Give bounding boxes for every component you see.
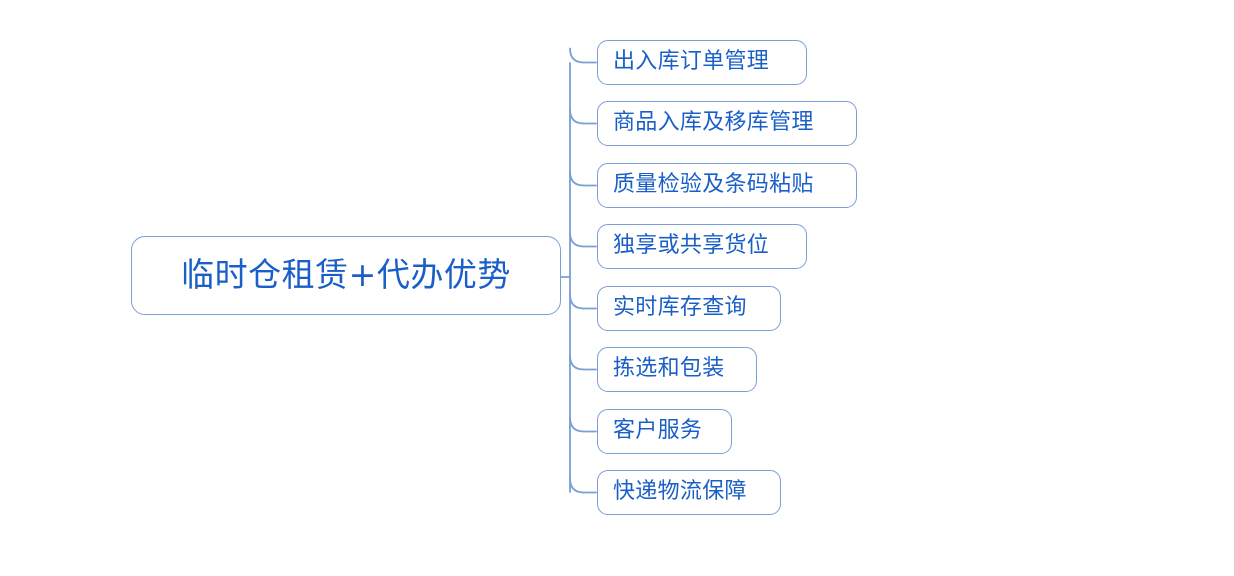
connector-branch [569, 108, 597, 125]
child-node-label: 出入库订单管理 [613, 48, 770, 74]
root-node[interactable]: 临时仓租赁+代办优势 [131, 236, 561, 315]
child-node-label: 独享或共享货位 [613, 232, 770, 258]
root-node-label: 临时仓租赁+代办优势 [181, 254, 511, 294]
child-node[interactable]: 拣选和包装 [597, 347, 757, 392]
child-node[interactable]: 质量检验及条码粘贴 [597, 163, 857, 208]
child-node[interactable]: 快递物流保障 [597, 470, 781, 515]
child-node[interactable]: 实时库存查询 [597, 286, 781, 331]
connector-branch [569, 477, 597, 494]
child-node-label: 快递物流保障 [613, 478, 747, 504]
child-node[interactable]: 客户服务 [597, 409, 732, 454]
child-node-label: 客户服务 [613, 417, 703, 443]
connector-branch [569, 47, 597, 64]
connector-branch [569, 416, 597, 433]
child-node[interactable]: 商品入库及移库管理 [597, 101, 857, 146]
connector-branch [569, 231, 597, 248]
child-node-label: 实时库存查询 [613, 294, 747, 320]
child-node-label: 质量检验及条码粘贴 [613, 171, 814, 197]
child-node[interactable]: 出入库订单管理 [597, 40, 807, 85]
connector-branch [569, 170, 597, 187]
connector-branch [569, 354, 597, 371]
child-node-label: 拣选和包装 [613, 355, 725, 381]
child-node-label: 商品入库及移库管理 [613, 109, 814, 135]
connector-branch [569, 293, 597, 310]
child-node[interactable]: 独享或共享货位 [597, 224, 807, 269]
